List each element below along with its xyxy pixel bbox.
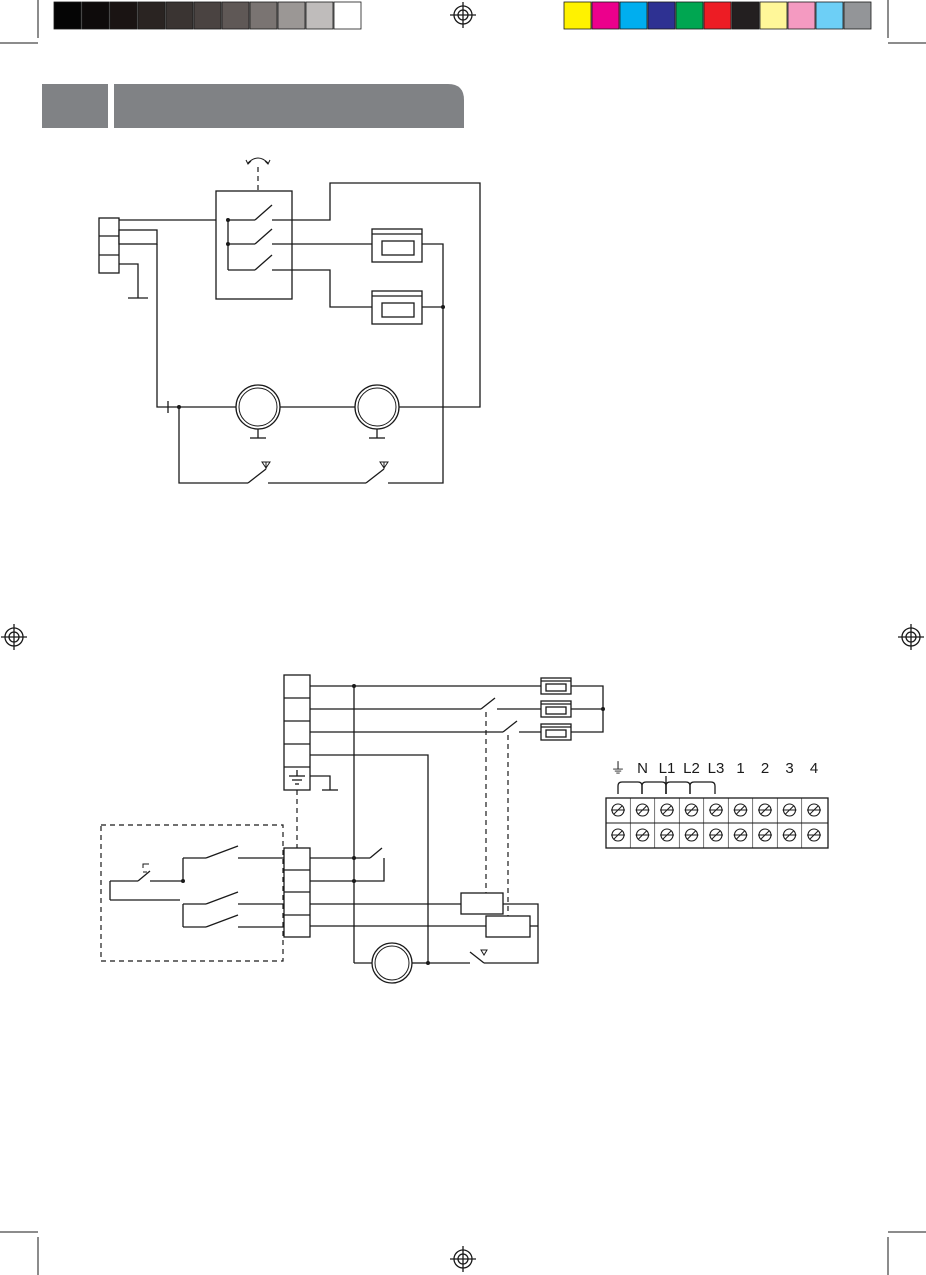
gray-swatch — [138, 2, 165, 29]
section-title-band — [114, 84, 464, 128]
gray-swatch — [278, 2, 305, 29]
terminal-screw-icon — [611, 829, 625, 841]
color-swatch — [564, 2, 591, 29]
terminal-screw-icon — [660, 804, 674, 816]
terminal-screw-icon — [807, 804, 821, 816]
terminal-label: 3 — [785, 760, 793, 777]
terminal-screw-icon — [660, 829, 674, 841]
color-swatch — [788, 2, 815, 29]
registration-mark-right — [898, 624, 924, 650]
terminal-screw-icon — [636, 829, 650, 841]
gray-swatch — [82, 2, 109, 29]
color-swatch — [592, 2, 619, 29]
terminal-screw-icon — [709, 829, 723, 841]
terminal-screw-icon — [734, 804, 748, 816]
registration-mark-top — [450, 2, 476, 28]
terminal-label: L1 — [659, 760, 676, 777]
gray-swatch — [306, 2, 333, 29]
color-swatch — [760, 2, 787, 29]
color-swatch — [732, 2, 759, 29]
color-calibration-bar — [564, 2, 871, 29]
gray-swatch — [166, 2, 193, 29]
gray-calibration-bar — [54, 2, 361, 29]
terminal-screw-icon — [734, 829, 748, 841]
section-number-band — [42, 84, 108, 128]
terminal-label: L3 — [708, 760, 725, 777]
wiring-diagram-top — [99, 158, 480, 483]
gray-swatch — [334, 2, 361, 29]
terminal-label: 4 — [810, 760, 818, 777]
terminal-screw-icon — [611, 804, 625, 816]
terminal-screw-icon — [709, 804, 723, 816]
color-swatch — [648, 2, 675, 29]
terminal-screw-icon — [783, 804, 797, 816]
color-swatch — [704, 2, 731, 29]
wiring-diagram-bottom — [101, 675, 605, 983]
terminal-label: 1 — [736, 760, 744, 777]
terminal-screw-icon — [758, 829, 772, 841]
terminal-screw-icon — [758, 804, 772, 816]
registration-mark-bottom — [450, 1246, 476, 1272]
registration-mark-left — [1, 624, 27, 650]
gray-swatch — [194, 2, 221, 29]
terminal-label: ⏚ — [610, 760, 625, 777]
terminal-screw-icon — [636, 804, 650, 816]
color-swatch — [844, 2, 871, 29]
gray-swatch — [54, 2, 81, 29]
gray-swatch — [222, 2, 249, 29]
color-swatch — [816, 2, 843, 29]
terminal-screw-icon — [685, 829, 699, 841]
terminal-screw-icon — [685, 804, 699, 816]
color-swatch — [676, 2, 703, 29]
color-swatch — [620, 2, 647, 29]
terminal-label: N — [637, 760, 648, 777]
terminal-screw-icon — [807, 829, 821, 841]
terminal-label: 2 — [761, 760, 769, 777]
gray-swatch — [250, 2, 277, 29]
terminal-label: L2 — [683, 760, 700, 777]
terminal-screw-icon — [783, 829, 797, 841]
gray-swatch — [110, 2, 137, 29]
